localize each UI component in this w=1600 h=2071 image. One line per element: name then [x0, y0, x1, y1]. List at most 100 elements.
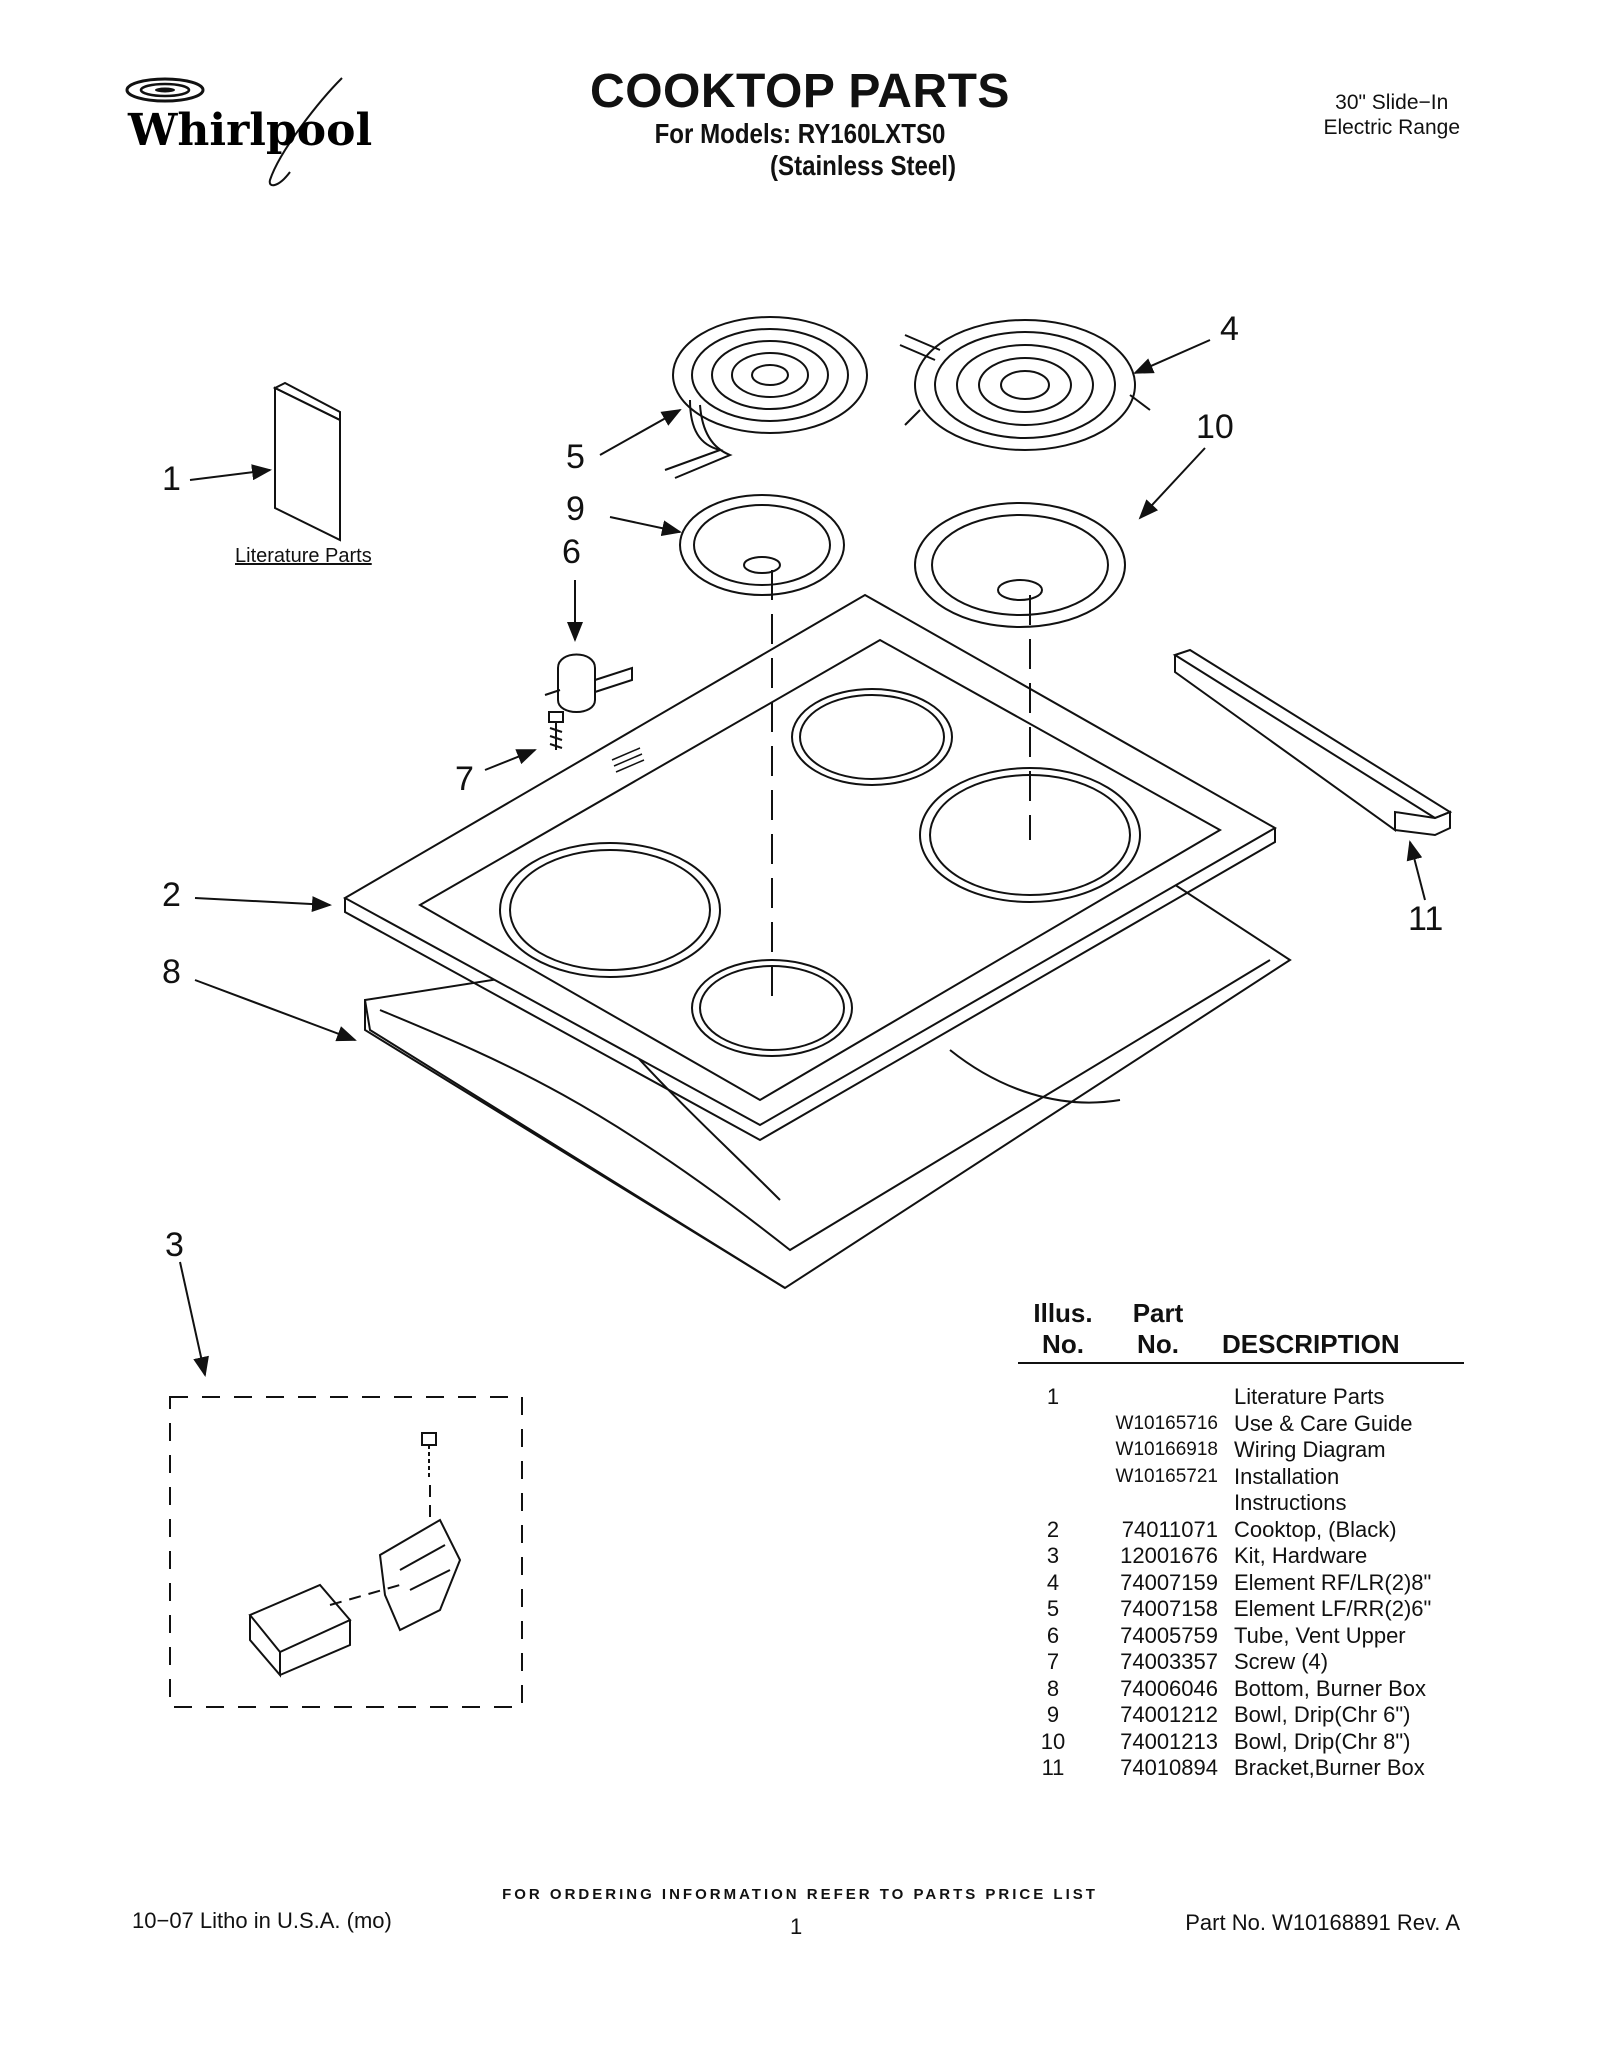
- cell-description: Literature Parts: [1234, 1384, 1385, 1409]
- arrow-7: [484, 749, 537, 771]
- cell-description: Cooktop, (Black): [1234, 1516, 1397, 1542]
- cell-description: Bowl, Drip(Chr 8"): [1234, 1728, 1411, 1754]
- cell-illus-no: [1018, 1490, 1088, 1517]
- callout-7: 7: [455, 760, 474, 798]
- cell-part-no: W10166918: [1115, 1439, 1218, 1460]
- arrow-4: [1133, 339, 1211, 374]
- range-type-line1: 30" Slide−In: [1335, 91, 1449, 114]
- range-type: 30" Slide−In Electric Range: [1323, 90, 1460, 140]
- cell-description: Kit, Hardware: [1234, 1543, 1368, 1568]
- cell-description: Bowl, Drip(Chr 6"): [1234, 1702, 1411, 1727]
- element-6-inch: [664, 316, 868, 479]
- callout-2: 2: [162, 876, 181, 914]
- callout-9: 9: [566, 490, 585, 528]
- hardware-kit: [169, 1396, 523, 1708]
- cell-illus-no: 7: [1046, 1649, 1060, 1674]
- arrow-8: [194, 979, 357, 1042]
- cell-part-no: 74006046: [1120, 1675, 1218, 1701]
- table-row: 10 74001213 Bowl, Drip(Chr 8"): [1018, 1729, 1464, 1756]
- table-row: 1 Literature Parts: [1018, 1384, 1464, 1411]
- screw: [548, 711, 564, 750]
- callout-5: 5: [566, 438, 585, 476]
- table-row: 7 74003357 Screw (4): [1018, 1649, 1464, 1676]
- range-type-line2: Electric Range: [1323, 116, 1460, 139]
- header-description: DESCRIPTION: [1222, 1329, 1400, 1359]
- header-part-no: Part No.: [1108, 1298, 1208, 1360]
- callout-11: 11: [1408, 900, 1444, 938]
- cell-description: Instructions: [1234, 1490, 1347, 1515]
- literature-booklet: [272, 381, 341, 542]
- cell-part-no: 74003357: [1120, 1649, 1218, 1674]
- table-row: Instructions: [1018, 1490, 1464, 1517]
- cell-part-no: W10165721: [1115, 1465, 1218, 1487]
- cell-illus-no: [1018, 1437, 1088, 1464]
- arrow-11: [1406, 840, 1426, 901]
- cell-description: Installation: [1234, 1463, 1340, 1489]
- arrow-1: [189, 464, 272, 481]
- table-row: 2 74011071 Cooktop, (Black): [1018, 1517, 1464, 1544]
- whirlpool-logo: Whirlpool: [120, 60, 380, 190]
- cell-part-no: 74005759: [1120, 1622, 1218, 1648]
- cell-part-no: [1088, 1384, 1234, 1411]
- cell-description: Use & Care Guide: [1234, 1410, 1413, 1436]
- cell-illus-no: 10: [1040, 1728, 1066, 1754]
- cell-illus-no: 5: [1046, 1596, 1060, 1621]
- callout-1: 1: [162, 460, 181, 498]
- cell-description: Wiring Diagram: [1234, 1437, 1386, 1462]
- table-row: 6 74005759 Tube, Vent Upper: [1018, 1623, 1464, 1650]
- literature-parts-label: Literature Parts: [235, 545, 372, 567]
- drip-bowl-6-inch: [679, 494, 845, 596]
- cell-illus-no: 4: [1046, 1569, 1060, 1595]
- cell-description: Tube, Vent Upper: [1234, 1622, 1406, 1648]
- arrow-10: [1138, 447, 1206, 520]
- cell-description: Element LF/RR(2)6": [1234, 1596, 1432, 1621]
- cell-illus-no: 3: [1046, 1543, 1060, 1568]
- callout-6: 6: [562, 533, 581, 571]
- element-8-inch: [899, 319, 1151, 451]
- arrow-2: [194, 896, 332, 913]
- document-part-number: Part No. W10168891 Rev. A: [1185, 1910, 1460, 1935]
- exploded-parts-diagram: [169, 316, 1453, 1708]
- callout-10: 10: [1196, 408, 1234, 446]
- cell-description: Element RF/LR(2)8": [1234, 1569, 1432, 1595]
- cell-illus-no: 9: [1046, 1702, 1060, 1727]
- cell-part-no: 74001213: [1120, 1728, 1218, 1754]
- cell-illus-no: [1018, 1464, 1088, 1491]
- cell-illus-no: [1018, 1411, 1088, 1438]
- burner-box-bracket: [1172, 648, 1453, 837]
- callout-8: 8: [162, 953, 181, 991]
- cell-illus-no: 1: [1046, 1384, 1060, 1409]
- callout-3: 3: [165, 1226, 184, 1264]
- page-number: 1: [790, 1914, 803, 1939]
- cell-description: Bracket,Burner Box: [1234, 1755, 1425, 1780]
- page-title: COOKTOP PARTS: [590, 65, 1010, 118]
- cell-illus-no: 11: [1041, 1755, 1065, 1780]
- cell-part-no: [1088, 1490, 1234, 1517]
- whirlpool-swirl-graphic: Whirlpool: [125, 77, 372, 187]
- cell-description: Screw (4): [1234, 1649, 1329, 1674]
- table-row: 4 74007159 Element RF/LR(2)8": [1018, 1570, 1464, 1597]
- finish-line: (Stainless Steel): [770, 150, 957, 181]
- header-illus-line2: No.: [1042, 1329, 1084, 1359]
- litho-line: 10−07 Litho in U.S.A. (mo): [132, 1908, 392, 1933]
- callout-4: 4: [1220, 310, 1239, 348]
- brand-wordmark: Whirlpool: [127, 105, 372, 156]
- cell-part-no: 74011071: [1121, 1516, 1218, 1542]
- parts-table: Illus. No. Part No. DESCRIPTION 1 Literat…: [1018, 1298, 1464, 1782]
- models-line: For Models: RY160LXTS0: [654, 118, 946, 149]
- cell-illus-no: 8: [1046, 1675, 1060, 1701]
- cell-part-no: 74007159: [1120, 1569, 1218, 1595]
- ordering-note: FOR ORDERING INFORMATION REFER TO PARTS …: [502, 1886, 1098, 1903]
- parts-table-header: Illus. No. Part No. DESCRIPTION: [1018, 1298, 1464, 1364]
- arrow-3: [179, 1261, 209, 1377]
- cell-illus-no: 2: [1046, 1516, 1060, 1542]
- cell-illus-no: 6: [1046, 1622, 1060, 1648]
- header-part-line1: Part: [1132, 1298, 1184, 1328]
